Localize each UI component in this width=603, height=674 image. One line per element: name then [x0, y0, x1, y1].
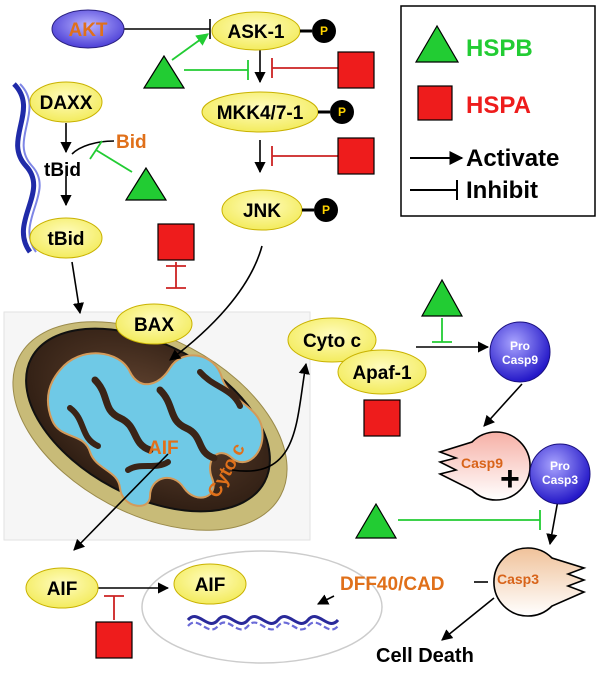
node-apaf1: Apaf-1	[337, 349, 427, 395]
node-aif-left: AIF	[25, 567, 99, 609]
node-ask1: ASK-1 P	[211, 11, 336, 51]
node-procasp9: Pro Casp9	[489, 321, 551, 383]
nucleus	[141, 550, 383, 664]
tbid-free-label: tBid	[44, 160, 81, 181]
hspb-triangle-ask1-icon	[142, 54, 186, 89]
daxx-label: DAXX	[40, 93, 93, 114]
connectors	[60, 19, 559, 641]
mkk-phospho-label: P	[338, 105, 346, 119]
ask1-phospho-icon	[312, 19, 336, 43]
node-tbid: tBid	[29, 217, 103, 259]
aif-left-label: AIF	[47, 579, 78, 600]
hspb-triangle-apaf-icon	[420, 278, 464, 317]
legend: HSPB HSPA Activate Inhibit	[400, 5, 596, 217]
mkk-phospho-icon	[330, 100, 354, 124]
dna-helix-icon	[186, 615, 340, 625]
procasp3-line2: Casp3	[542, 473, 578, 487]
bid-label: Bid	[116, 132, 147, 153]
legend-hspa-square-icon	[417, 85, 453, 121]
hspb-triangle-bid-icon	[124, 166, 168, 201]
akt-label: AKT	[68, 20, 107, 41]
node-mkk: MKK4/7-1 P	[201, 91, 354, 133]
procasp3-line1: Pro	[550, 459, 570, 473]
tbid-label: tBid	[48, 229, 85, 250]
hspa-square-mkk-icon	[337, 137, 375, 175]
aif-mito-label: AIF	[148, 438, 179, 459]
cytoc-label: Cyto c	[303, 331, 362, 352]
legend-hspb-triangle-icon	[414, 24, 460, 63]
legend-activate-label: Activate	[466, 145, 559, 172]
procasp9-line2: Casp9	[502, 353, 538, 367]
daxx-ribbon-icon	[12, 82, 37, 254]
node-akt: AKT	[51, 9, 125, 49]
cell-death-label: Cell Death	[376, 645, 474, 667]
legend-hspb-label: HSPB	[466, 35, 533, 62]
node-jnk: JNK P	[221, 189, 338, 231]
apaf1-label: Apaf-1	[352, 363, 412, 384]
mkk-label: MKK4/7-1	[217, 103, 304, 124]
bax-label: BAX	[134, 315, 174, 336]
node-aif-nucleus: AIF	[173, 563, 247, 605]
hspa-inhibitions	[104, 58, 338, 620]
ask1-label: ASK-1	[227, 22, 284, 43]
node-casp9: Casp9	[437, 431, 531, 501]
node-casp3: Casp3	[493, 547, 587, 617]
jnk-phospho-icon	[314, 198, 338, 222]
node-bax: BAX	[115, 303, 193, 345]
hspb-triangle-casp3-icon	[354, 502, 398, 539]
node-procasp3: Pro Casp3	[529, 443, 591, 505]
hspa-square-bax-icon	[157, 223, 195, 261]
node-daxx: DAXX	[29, 81, 103, 123]
aif-nucleus-label: AIF	[195, 575, 226, 596]
node-cytoc: Cyto c	[287, 317, 377, 363]
hspa-square-apaf-icon	[363, 399, 401, 437]
ask1-phospho-label: P	[320, 24, 328, 38]
plus-sign: +	[500, 460, 520, 498]
legend-hspa-label: HSPA	[466, 92, 531, 119]
casp9-label: Casp9	[461, 455, 503, 471]
mitochondrion	[12, 321, 288, 531]
procasp9-line1: Pro	[510, 339, 530, 353]
hspa-square-ask1-icon	[337, 51, 375, 89]
casp3-label: Casp3	[497, 571, 539, 587]
jnk-phospho-label: P	[322, 203, 330, 217]
hspa-square-aif-icon	[95, 621, 133, 659]
legend-inhibit-label: Inhibit	[466, 177, 538, 204]
jnk-label: JNK	[243, 201, 281, 222]
hspb-links	[89, 33, 541, 530]
dff-label: DFF40/CAD	[340, 574, 445, 595]
